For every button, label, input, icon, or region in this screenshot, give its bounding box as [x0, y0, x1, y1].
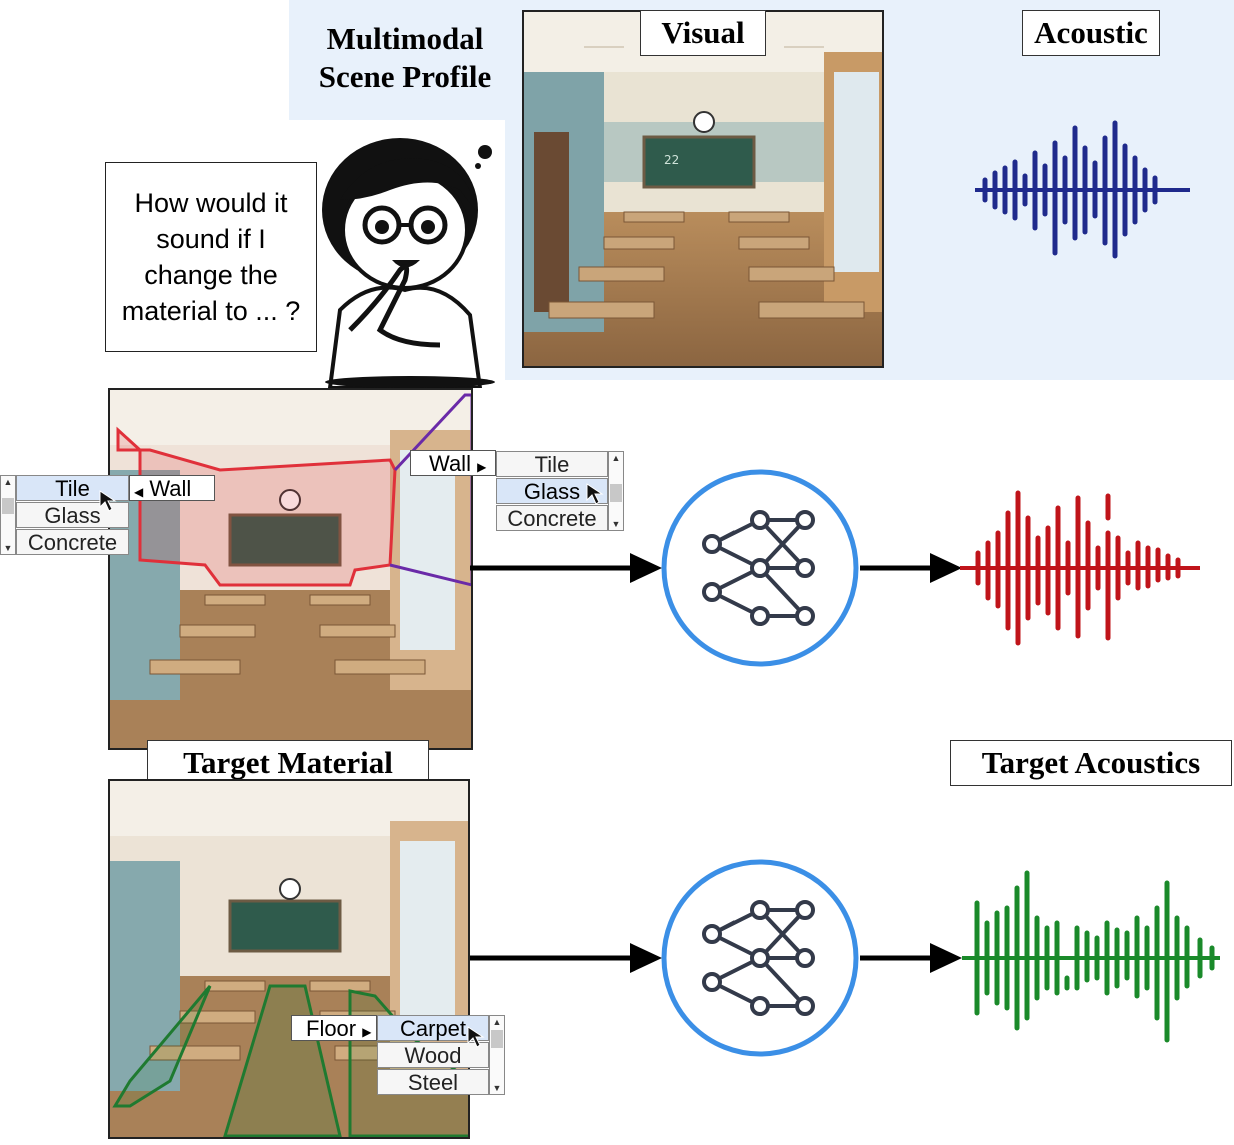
scroll-thumb[interactable]: [2, 498, 14, 514]
acoustic-waveform-icon: [975, 120, 1190, 259]
arrow-right-icon: [860, 553, 962, 583]
option-concrete[interactable]: Concrete: [16, 529, 129, 555]
cursor-icon: [586, 483, 604, 505]
cursor-icon: [467, 1026, 485, 1048]
bubble-line4: material to ... ?: [121, 296, 301, 326]
arrow-right-icon: [470, 553, 662, 583]
thinking-girl-icon: [322, 138, 495, 388]
bubble-line3: change the: [144, 260, 278, 290]
scroll-down-icon[interactable]: ▼: [611, 519, 621, 529]
scroll-thumb[interactable]: [491, 1030, 503, 1048]
scene-profile-title-line1: Multimodal: [326, 21, 484, 56]
acoustic-label: Acoustic: [1022, 10, 1160, 56]
caret-left-icon: ◀: [134, 485, 144, 499]
visual-label: Visual: [640, 10, 766, 56]
wall-tag-right-label: Wall: [429, 451, 471, 476]
scrollbar-left[interactable]: ▲ ▼: [0, 475, 16, 555]
target-acoustics-label: Target Acoustics: [950, 740, 1232, 786]
classroom-illustration: 22: [524, 12, 882, 366]
scrollbar-floor[interactable]: ▲ ▼: [489, 1015, 505, 1095]
scrollbar-right[interactable]: ▲ ▼: [608, 451, 624, 531]
caret-right-icon: ▶: [362, 1025, 372, 1039]
scene-profile-title: Multimodal Scene Profile: [295, 20, 515, 96]
bubble-line2: sound if I: [156, 224, 266, 254]
cursor-icon: [99, 490, 117, 512]
scene-profile-title-line2: Scene Profile: [318, 59, 492, 94]
board-number: 22: [664, 153, 679, 167]
speech-bubble: How would it sound if I change the mater…: [105, 162, 317, 352]
wall-material-dropdown-right[interactable]: Wall ▶ Tile Glass Concrete ▲ ▼: [410, 450, 630, 532]
target-material-label: Target Material: [147, 740, 429, 786]
scroll-thumb[interactable]: [610, 484, 622, 502]
neural-network-icon: [661, 469, 859, 667]
classroom-illustration-wall: [110, 390, 471, 748]
arrow-right-icon: [860, 943, 962, 973]
wall-tag-left-label: Wall: [149, 476, 192, 501]
floor-tag[interactable]: Floor ▶: [291, 1015, 377, 1041]
bubble-line1: How would it: [134, 188, 288, 218]
scroll-down-icon[interactable]: ▼: [492, 1083, 502, 1093]
option-tile[interactable]: Tile: [496, 451, 608, 477]
floor-material-dropdown[interactable]: Floor ▶ Carpet Wood Steel ▲ ▼: [291, 1015, 511, 1097]
neural-network-icon: [661, 859, 859, 1057]
scroll-up-icon[interactable]: ▲: [492, 1017, 502, 1027]
option-wood[interactable]: Wood: [377, 1042, 489, 1068]
floor-tag-label: Floor: [306, 1016, 357, 1041]
scene-profile-title-bg: [289, 0, 509, 120]
wall-edit-classroom-image: [108, 388, 473, 750]
option-tile[interactable]: Tile: [16, 475, 129, 501]
wall-material-dropdown-left[interactable]: ▲ ▼ Tile Glass Concrete ◀ Wall: [0, 475, 215, 555]
option-steel[interactable]: Steel: [377, 1069, 489, 1095]
scroll-up-icon[interactable]: ▲: [3, 477, 13, 487]
edited-waveform-icon: [960, 490, 1200, 646]
scroll-up-icon[interactable]: ▲: [611, 453, 621, 463]
arrow-right-icon: [470, 943, 662, 973]
option-concrete[interactable]: Concrete: [496, 505, 608, 531]
caret-right-icon: ▶: [477, 460, 487, 474]
visual-classroom-image: 22: [522, 10, 884, 368]
target-waveform-icon: [962, 870, 1220, 1043]
option-glass[interactable]: Glass: [496, 478, 608, 504]
scroll-down-icon[interactable]: ▼: [3, 543, 13, 553]
wall-tag-left[interactable]: ◀ Wall: [129, 475, 215, 501]
wall-tag-right[interactable]: Wall ▶: [410, 450, 496, 476]
